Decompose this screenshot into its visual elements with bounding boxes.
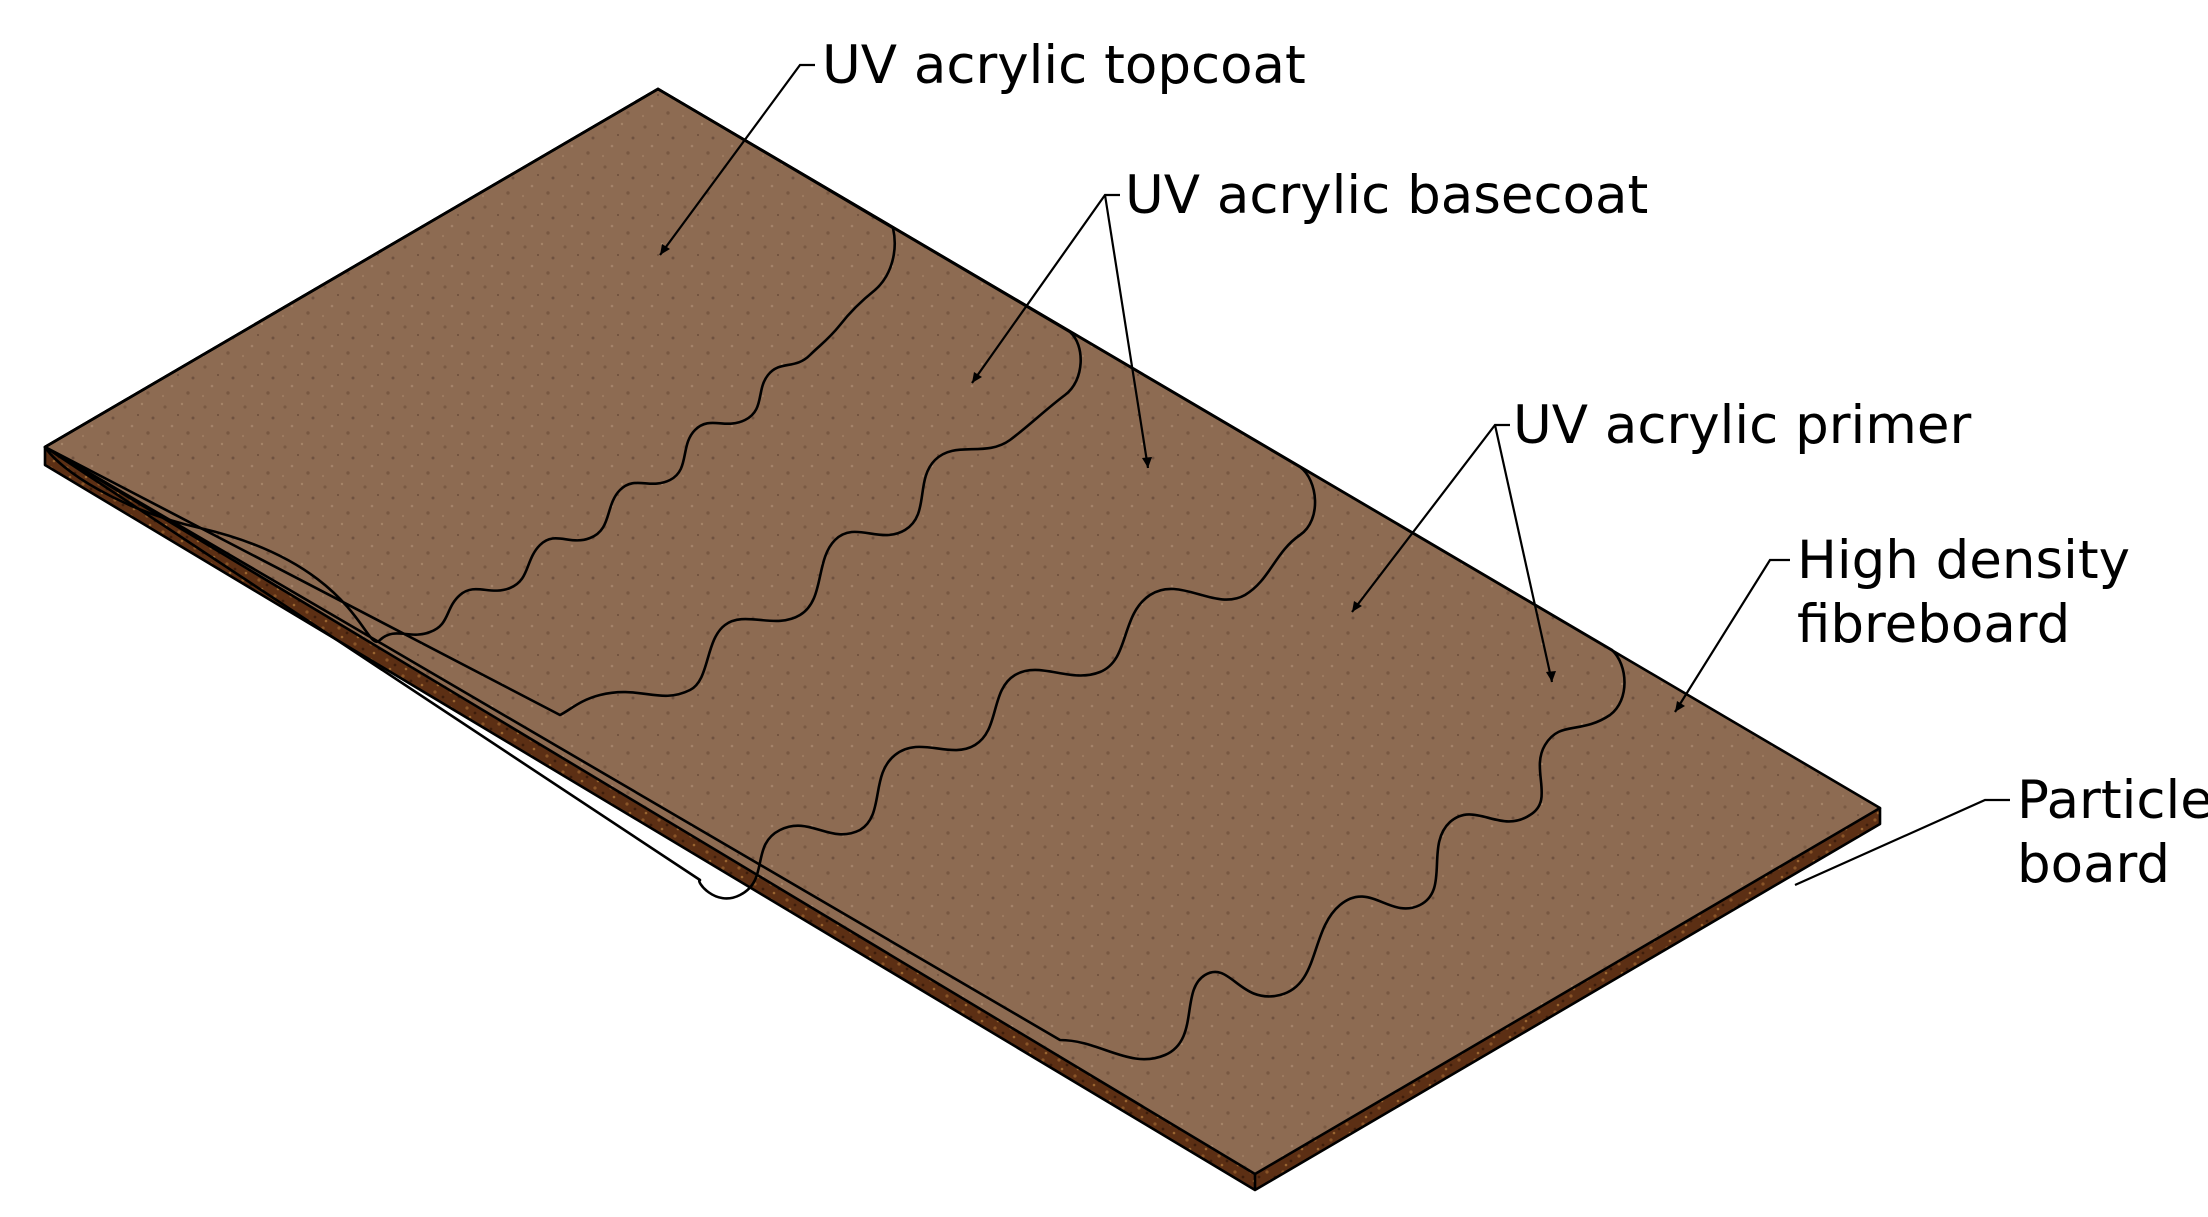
basecoat-second-layer [43, 87, 1317, 900]
particle-board-front-edge [45, 447, 1255, 1190]
basecoat-label: UV acrylic basecoat [1125, 165, 1648, 226]
particle-board [43, 447, 1882, 1192]
primer-layer [43, 87, 1626, 1061]
particle-board-leader [1794, 798, 2010, 887]
leader-lines [659, 63, 2010, 887]
topcoat-leader [659, 63, 815, 256]
topcoat-layer [43, 87, 897, 643]
topcoat-label: UV acrylic topcoat [822, 35, 1306, 96]
fibreboard-label-line-1: High density [1797, 530, 2130, 591]
primer-arrowhead-a [1352, 601, 1362, 612]
primer-leader-b [1493, 424, 1554, 683]
basecoat-layer [43, 87, 1082, 717]
particle-board-label-line-1: Particle [2017, 770, 2208, 831]
fibreboard-arrowhead [1675, 701, 1685, 712]
basecoat-leader-b [1103, 194, 1150, 469]
basecoat-arrowhead-b [1142, 457, 1152, 468]
basecoat-arrowhead-a [972, 372, 982, 383]
topcoat-arrowhead [660, 244, 670, 255]
primer-label: UV acrylic primer [1513, 395, 1971, 456]
fibreboard-label-line-2: fibreboard [1797, 594, 2070, 655]
particle-board-right-edge [1255, 808, 1880, 1190]
fibreboard-leader [1674, 558, 1790, 713]
primer-arrowhead-b [1546, 671, 1556, 682]
particle-board-label-line-2: board [2017, 834, 2170, 895]
